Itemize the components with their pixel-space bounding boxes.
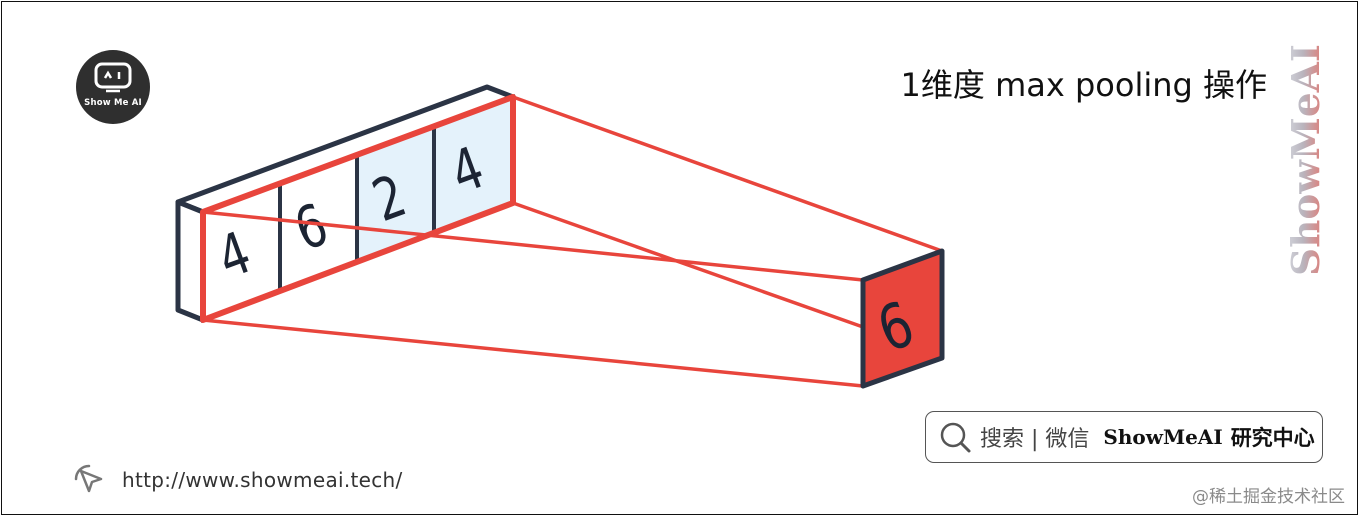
search-icon — [940, 422, 971, 453]
cursor-click-icon — [74, 464, 103, 493]
logo-text: Show Me AI — [84, 98, 142, 108]
watermark-text: ShowMeAI — [1288, 44, 1328, 276]
search-brand: ShowMeAI — [1103, 425, 1223, 449]
source-credit: @稀土掘金技术社区 — [1192, 487, 1345, 507]
wechat-search-box: 搜索 | 微信 ShowMeAI 研究中心 — [925, 411, 1323, 463]
website-link[interactable]: http://www.showmeai.tech/ — [72, 462, 403, 498]
showmeai-logo: Show Me AI — [76, 50, 150, 124]
search-prefix: 搜索 | 微信 — [980, 427, 1090, 452]
showmeai-watermark: ShowMeAI — [1288, 44, 1328, 276]
page-title: 1维度 max pooling 操作 — [900, 66, 1267, 104]
robot-face-icon — [94, 62, 132, 93]
website-url[interactable]: http://www.showmeai.tech/ — [122, 468, 403, 492]
search-suffix: 研究中心 — [1230, 426, 1315, 450]
